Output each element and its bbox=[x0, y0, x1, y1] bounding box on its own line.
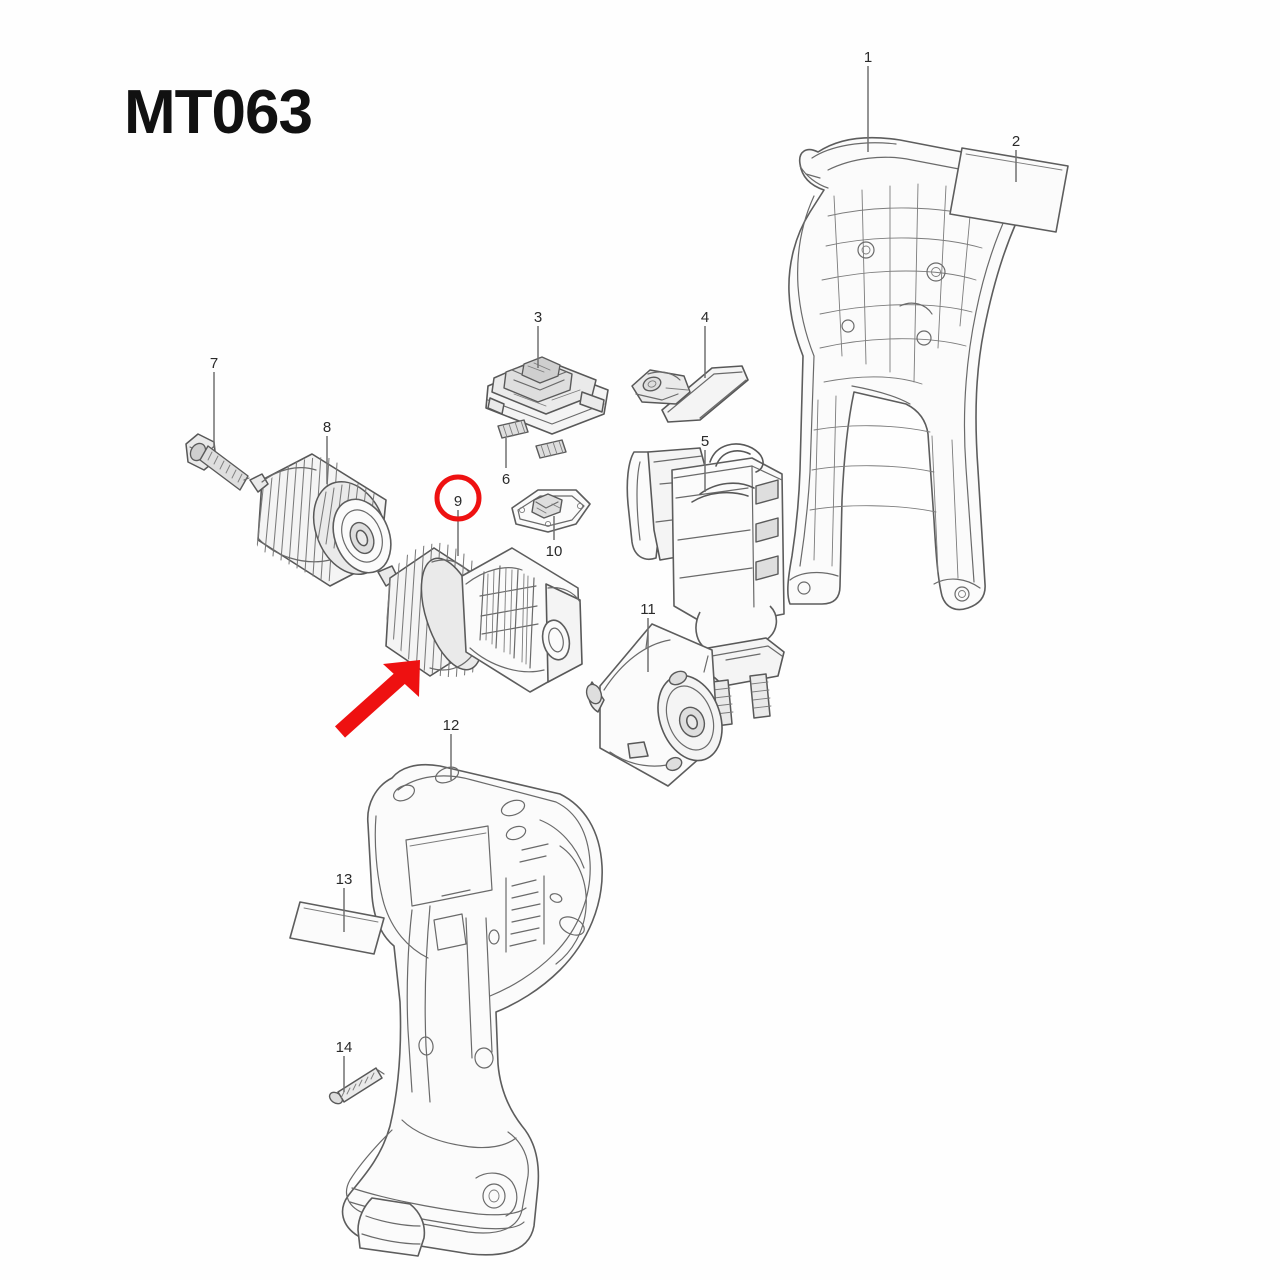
part-5-switch-assembly bbox=[626, 443, 785, 727]
highlight-annotations bbox=[334, 474, 482, 738]
part-1-housing-half-right bbox=[787, 136, 1027, 611]
part-3-speed-change-lever bbox=[485, 356, 609, 435]
callout-label-10: 10 bbox=[546, 543, 563, 560]
part-7-hex-bolt bbox=[185, 433, 250, 491]
callout-label-14: 14 bbox=[336, 1039, 353, 1056]
part-8-drill-chuck bbox=[249, 451, 392, 587]
callout-label-1: 1 bbox=[864, 49, 872, 66]
callout-label-6: 6 bbox=[502, 471, 510, 488]
part-4-reversing-switch-lever bbox=[631, 365, 749, 423]
callout-label-9: 9 bbox=[454, 493, 462, 510]
callout-label-7: 7 bbox=[210, 355, 218, 372]
callout-label-4: 4 bbox=[701, 309, 709, 326]
part-10-gear-cover-plate bbox=[511, 489, 591, 533]
callout-label-3: 3 bbox=[534, 309, 542, 326]
highlight-circle bbox=[434, 474, 482, 522]
callout-group: 1 2 3 4 5 6 7 8 9 10 11 12 13 14 bbox=[210, 49, 1020, 1092]
callout-label-12: 12 bbox=[443, 717, 460, 734]
callout-label-11: 11 bbox=[640, 601, 656, 618]
page-title: MT063 bbox=[124, 78, 313, 147]
callout-label-5: 5 bbox=[701, 433, 709, 450]
part-13-rating-plate bbox=[289, 901, 385, 955]
callout-label-8: 8 bbox=[323, 419, 331, 436]
part-14-tapping-screw bbox=[328, 1067, 385, 1105]
callout-label-13: 13 bbox=[336, 871, 353, 888]
part-9-gear-assembly bbox=[377, 540, 583, 693]
part-2-name-plate bbox=[949, 147, 1069, 233]
part-11-dc-motor bbox=[585, 623, 723, 787]
highlight-arrow bbox=[334, 660, 420, 738]
part-6-pins bbox=[497, 419, 567, 459]
part-12-housing-half-left bbox=[341, 763, 603, 1257]
callout-label-2: 2 bbox=[1012, 133, 1020, 150]
